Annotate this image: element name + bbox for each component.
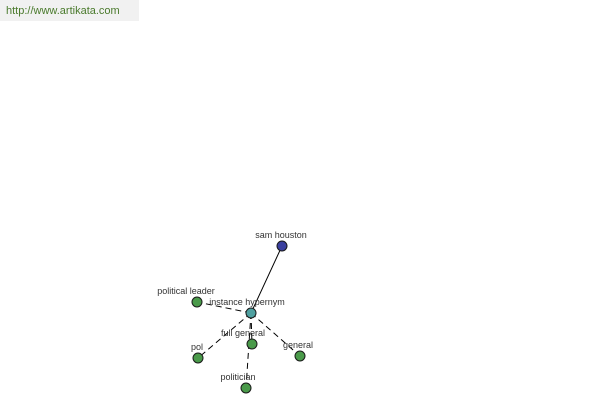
edge-general [250, 312, 301, 357]
political-leader-label: political leader [157, 286, 215, 296]
sam-houston-label: sam houston [255, 230, 307, 240]
political-leader-node[interactable] [191, 296, 203, 308]
pol-node[interactable] [192, 352, 204, 364]
sam-houston-node[interactable] [276, 240, 288, 252]
graph-nodes [191, 240, 306, 394]
center-label: instance hypernym [209, 297, 285, 307]
full-general-label: full general [221, 328, 265, 338]
pol-label: pol [191, 342, 203, 352]
center-node[interactable] [245, 307, 257, 319]
politician-label: politician [220, 372, 255, 382]
source-url[interactable]: http://www.artikata.com [6, 5, 120, 17]
full-general-node[interactable] [246, 338, 258, 350]
graph-labels: sam houston political leader full general g… [157, 230, 313, 382]
general-node[interactable] [294, 350, 306, 362]
source-url-bar: http://www.artikata.com [0, 0, 139, 21]
edge-politician [245, 312, 252, 389]
politician-node[interactable] [240, 382, 252, 394]
edge-sam-houston [250, 245, 283, 314]
general-label: general [283, 340, 313, 350]
edge-political-leader [196, 301, 252, 314]
edge-pol [197, 312, 252, 359]
